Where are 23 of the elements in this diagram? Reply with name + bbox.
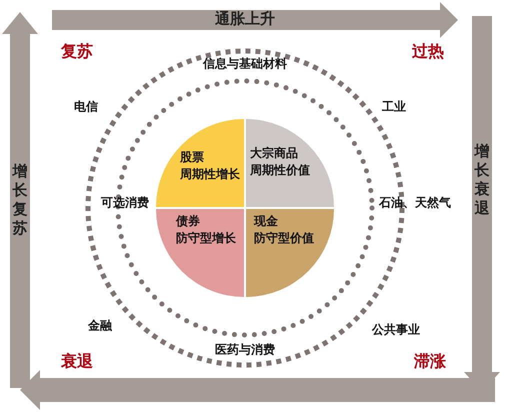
arrow-label: 通胀上升 xyxy=(215,10,275,28)
quadrant-description: 周期性增长 xyxy=(180,166,241,183)
sector-label: 石油、天然气 xyxy=(379,194,451,212)
arrow-label: 增长复苏 xyxy=(12,162,28,238)
arrow-label: 增长衰退 xyxy=(474,142,490,218)
phase-label: 衰退 xyxy=(61,352,93,372)
phase-label: 滞涨 xyxy=(414,352,446,372)
sector-label: 电信 xyxy=(74,98,98,116)
sector-label: 工业 xyxy=(382,98,406,116)
phase-label: 过热 xyxy=(412,42,444,62)
quadrant-description: 周期性价值 xyxy=(250,162,311,179)
quadrant-description: 防守型价值 xyxy=(254,230,315,247)
asset-class-label: 大宗商品 xyxy=(250,145,299,162)
sector-label: 可选消费 xyxy=(101,194,149,212)
sector-label: 金融 xyxy=(88,318,112,334)
quadrant-description: 防守型增长 xyxy=(176,230,237,247)
asset-class-label: 股票 xyxy=(180,149,205,166)
asset-class-label: 债券 xyxy=(176,213,201,230)
sector-label: 医药与消费 xyxy=(215,342,275,358)
sector-label: 公共事业 xyxy=(372,322,420,338)
phase-label: 复苏 xyxy=(61,42,93,62)
asset-class-label: 现金 xyxy=(254,213,279,230)
sector-label: 信息与基础材料 xyxy=(203,56,287,72)
